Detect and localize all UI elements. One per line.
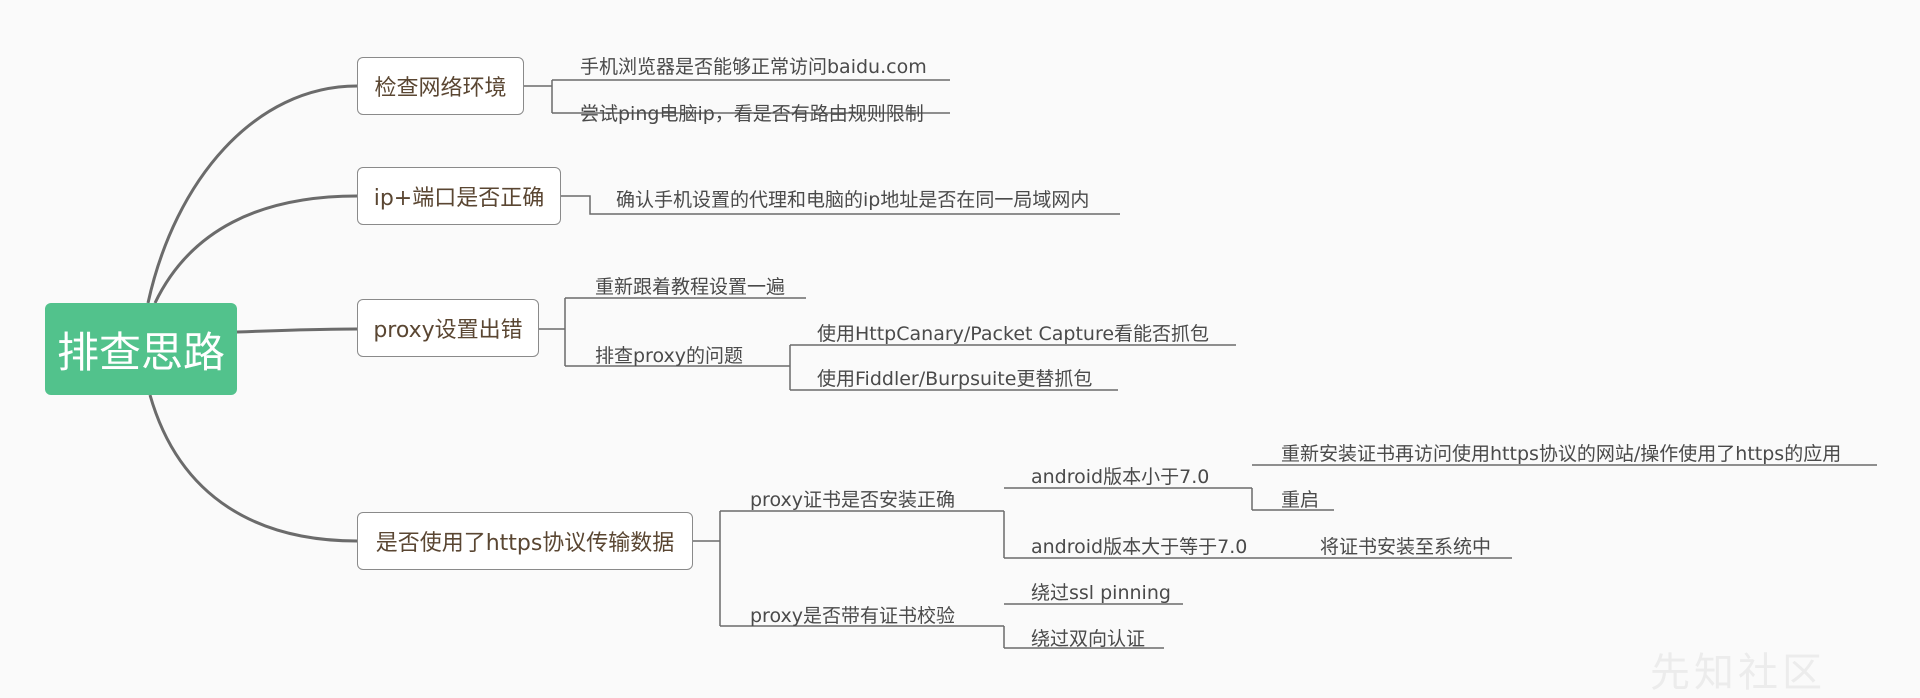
branch-check-network[interactable]: 检查网络环境 <box>357 57 524 115</box>
connector-b3 <box>539 297 806 367</box>
branch-https[interactable]: 是否使用了https协议传输数据 <box>357 512 693 570</box>
connector-b3-sub <box>789 344 1236 391</box>
branch-ip-port[interactable]: ip+端口是否正确 <box>357 167 561 225</box>
leaf-reinstall-cert[interactable]: 重新安装证书再访问使用https协议的网站/操作使用了https的应用 <box>1281 443 1842 465</box>
leaf-redo-tutorial[interactable]: 重新跟着教程设置一遍 <box>595 276 786 298</box>
leaf-httpcanary[interactable]: 使用HttpCanary/Packet Capture看能否抓包 <box>817 323 1210 345</box>
leaf-system-cert[interactable]: 将证书安装至系统中 <box>1320 536 1492 558</box>
connector-root-branch-4 <box>148 394 358 543</box>
leaf-cert-pinning-check[interactable]: proxy是否带有证书校验 <box>750 605 955 627</box>
leaf-cert-installed[interactable]: proxy证书是否安装正确 <box>750 489 955 511</box>
leaf-restart[interactable]: 重启 <box>1281 489 1320 511</box>
leaf-browser-baidu[interactable]: 手机浏览器是否能够正常访问baidu.com <box>580 56 927 78</box>
watermark: 先知社区 <box>1650 650 1826 696</box>
connector-b4-lt7 <box>1251 464 1877 511</box>
connector-b2 <box>561 195 1120 215</box>
leaf-check-proxy[interactable]: 排查proxy的问题 <box>595 345 743 367</box>
leaf-two-way-auth[interactable]: 绕过双向认证 <box>1031 628 1146 650</box>
connector-b4-check <box>1003 603 1183 649</box>
connector-root-branch-2 <box>153 194 358 304</box>
leaf-same-lan[interactable]: 确认手机设置的代理和电脑的ip地址是否在同一局域网内 <box>616 189 1090 211</box>
connector-b1 <box>524 79 950 114</box>
root-node[interactable]: 排查思路 <box>45 303 237 395</box>
leaf-ssl-pinning[interactable]: 绕过ssl pinning <box>1031 582 1171 604</box>
connector-b4 <box>693 510 1004 627</box>
leaf-android-lt7[interactable]: android版本小于7.0 <box>1031 466 1210 488</box>
connector-root-branch-3 <box>236 327 358 334</box>
connector-root-branch-1 <box>146 84 358 304</box>
branch-proxy-setting[interactable]: proxy设置出错 <box>357 299 539 357</box>
leaf-android-ge7[interactable]: android版本大于等于7.0 <box>1031 536 1248 558</box>
leaf-fiddler-burp[interactable]: 使用Fiddler/Burpsuite更替抓包 <box>817 368 1093 390</box>
connector-b4-cert <box>1003 487 1512 559</box>
leaf-ping-ip[interactable]: 尝试ping电脑ip，看是否有路由规则限制 <box>580 103 924 125</box>
